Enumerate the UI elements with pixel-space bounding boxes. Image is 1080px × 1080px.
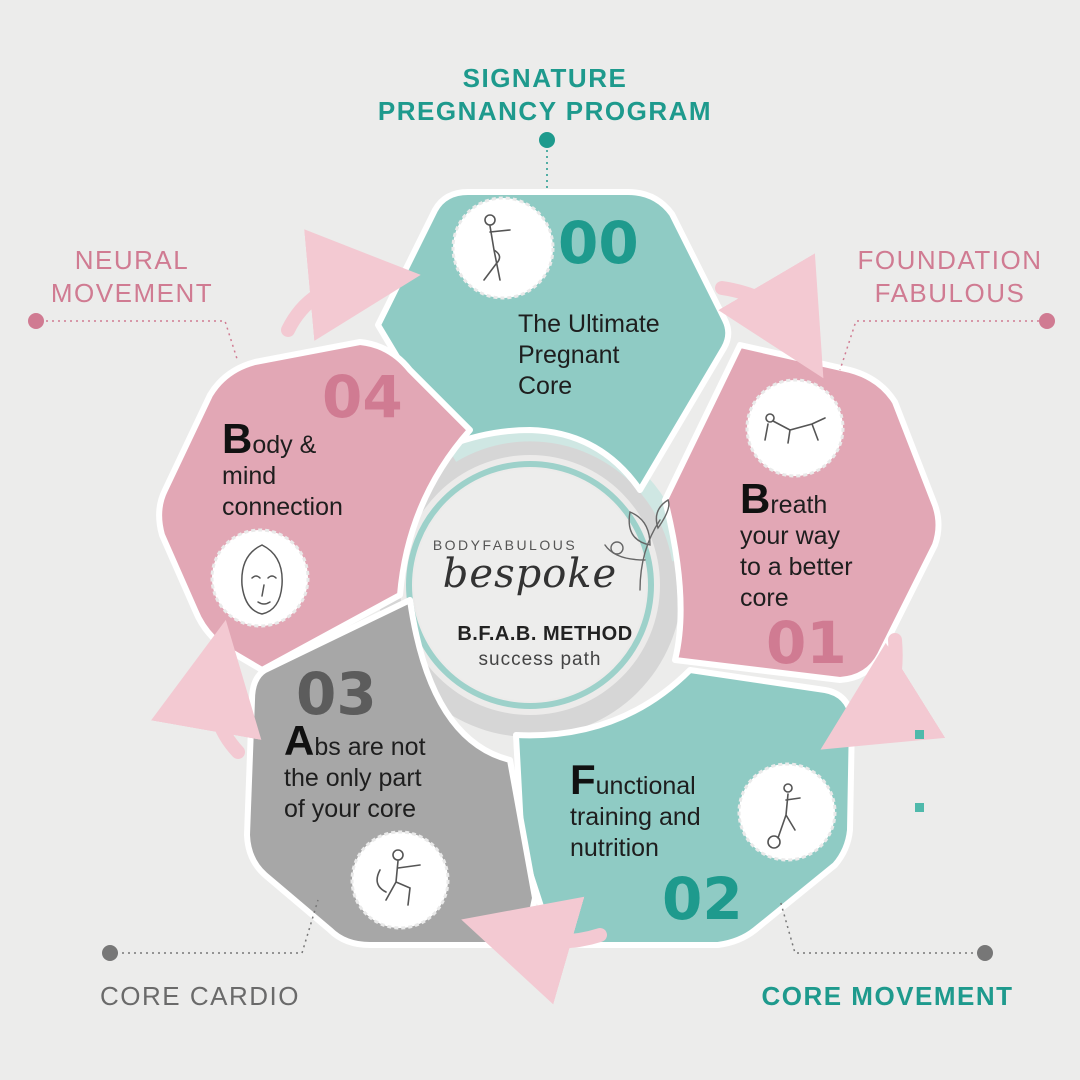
arrow-01-to-02 (820, 633, 946, 750)
plank-figure-icon (764, 413, 826, 444)
label-line: PREGNANCY PROGRAM (377, 96, 713, 126)
leaf-sprig-logo-icon (604, 498, 670, 591)
step-text-line: to a better (740, 553, 853, 581)
step-text-line: connection (222, 493, 343, 521)
step-text-line: Core (518, 372, 573, 400)
step-number-04: 04 (322, 363, 403, 431)
arrow-02-to-03 (461, 896, 607, 1005)
pregnant-figure-icon (483, 214, 511, 281)
label-line: MOVEMENT (50, 278, 214, 308)
badge-02 (737, 762, 837, 862)
step-text-line: unctional (595, 772, 696, 800)
step-text-line: of your core (284, 795, 417, 823)
step-number-01: 01 (766, 609, 847, 677)
step-text-line: nutrition (570, 834, 659, 862)
neural-movement-label: NEURAL MOVEMENT (32, 244, 232, 310)
brand-name: BODYFABULOUS (432, 537, 578, 553)
step-text-line: Breath (740, 478, 910, 521)
leader-dots (28, 132, 1055, 961)
core-movement-label: CORE MOVEMENT (761, 981, 1014, 1011)
step-text-line: Abs are not (284, 720, 474, 763)
badge-04 (210, 528, 310, 628)
method-title: B.F.A.B. METHOD (457, 623, 633, 645)
step-text-line: Body & (222, 418, 402, 461)
step-text-line: reath (770, 491, 828, 519)
step-initial: B (222, 415, 253, 462)
step-text-line: bs are not (314, 733, 426, 761)
step-text-line: ody & (252, 431, 317, 459)
step-text-line: Pregnant (518, 341, 620, 369)
step-number-02: 02 (662, 865, 743, 933)
step-04-text: Body & mind connection (222, 418, 402, 523)
badge-00 (451, 196, 555, 300)
step-03-text: Abs are not the only part of your core (284, 720, 474, 825)
step-initial: B (740, 475, 771, 522)
step-02-text: Functional training and nutrition (570, 759, 750, 864)
teal-dot-mark (915, 730, 924, 739)
label-line: SIGNATURE (462, 63, 628, 93)
badge-03 (350, 830, 450, 930)
step-initial: F (570, 756, 596, 803)
label-line: FABULOUS (874, 278, 1026, 308)
step-text-line: The Ultimate (518, 310, 660, 338)
step-00-text: The Ultimate Pregnant Core (518, 309, 708, 402)
label-line: NEURAL (74, 245, 190, 275)
arrow-04-to-00 (281, 229, 421, 341)
arrow-03-to-04 (151, 619, 262, 759)
signature-program-label: SIGNATURE PREGNANCY PROGRAM (350, 62, 740, 128)
step-text-line: core (740, 584, 789, 612)
step-text-line: training and (570, 803, 701, 831)
label-line: FOUNDATION (857, 245, 1043, 275)
brand-script: bespoke (442, 551, 618, 597)
center-ring (378, 425, 688, 737)
ball-exercise-figure-icon (767, 783, 801, 849)
step-number-03: 03 (296, 660, 377, 728)
foundation-fabulous-label: FOUNDATION FABULOUS (840, 244, 1060, 310)
cycle-arrows (151, 229, 946, 1005)
squat-figure-icon (376, 849, 421, 906)
leader-lines (40, 150, 1045, 954)
badge-01 (745, 378, 845, 478)
step-01-text: Breath your way to a better core (740, 478, 910, 614)
step-initial: A (284, 717, 315, 764)
step-text-line: Functional (570, 759, 750, 802)
step-number-00: 00 (558, 209, 639, 277)
step-text-line: your way (740, 522, 841, 550)
step-text-line: mind (222, 462, 277, 490)
arrow-00-to-01 (715, 253, 824, 379)
core-cardio-label: CORE CARDIO (100, 981, 300, 1011)
face-line-art-icon (241, 544, 283, 615)
step-text-line: the only part (284, 764, 422, 792)
teal-dot-mark (915, 803, 924, 812)
method-subtitle: success path (478, 649, 602, 670)
